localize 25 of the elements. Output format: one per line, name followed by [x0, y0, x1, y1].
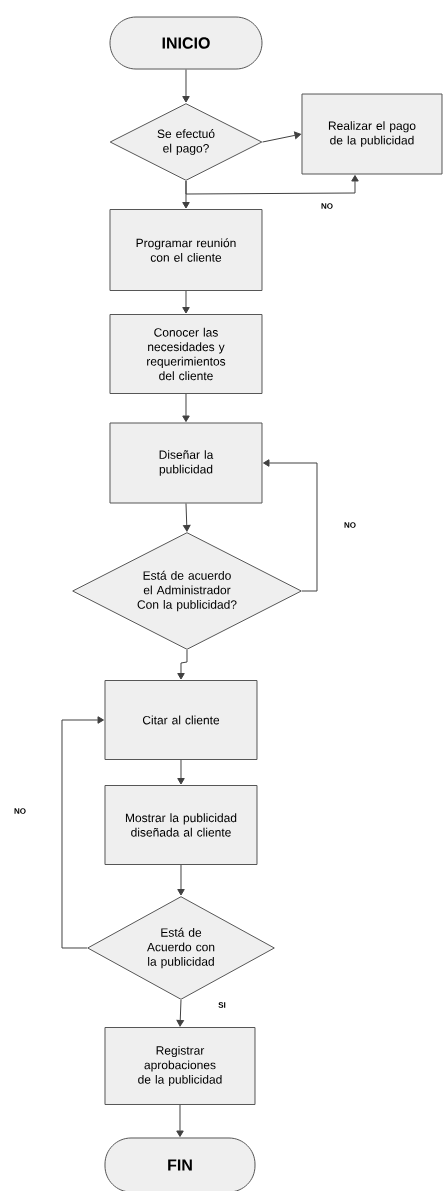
process-box: Conocer las necesidades y requerimientos del cliente: [109, 314, 263, 394]
process-box: Realizar el pago de la publicidad: [301, 93, 443, 175]
arrow: [177, 649, 188, 680]
arrow: [183, 503, 191, 532]
arrow: [182, 290, 190, 314]
arrow: [263, 459, 318, 592]
arrow: [177, 759, 185, 785]
arrow: [61, 716, 104, 949]
arrow: [177, 864, 185, 896]
arrow: [182, 69, 190, 103]
terminal-oval: FIN: [104, 1137, 256, 1191]
process-box: Registrar aprobaciones de la publicidad: [104, 1027, 256, 1105]
edge-label: NO: [320, 202, 334, 210]
edge-label: NO: [13, 807, 27, 815]
arrow: [176, 999, 184, 1027]
arrow: [185, 175, 359, 195]
arrow: [182, 393, 190, 422]
edge-label: SI: [217, 1001, 227, 1009]
arrow: [262, 131, 301, 143]
process-box: Programar reunión con el cliente: [109, 209, 263, 291]
process-box: Citar al cliente: [104, 680, 258, 760]
edge-label: NO: [343, 521, 357, 529]
arrow: [176, 1104, 184, 1137]
process-box: Diseñar la publicidad: [109, 422, 263, 504]
process-box: Mostrar la publicidad diseñada al cliente: [104, 785, 258, 865]
